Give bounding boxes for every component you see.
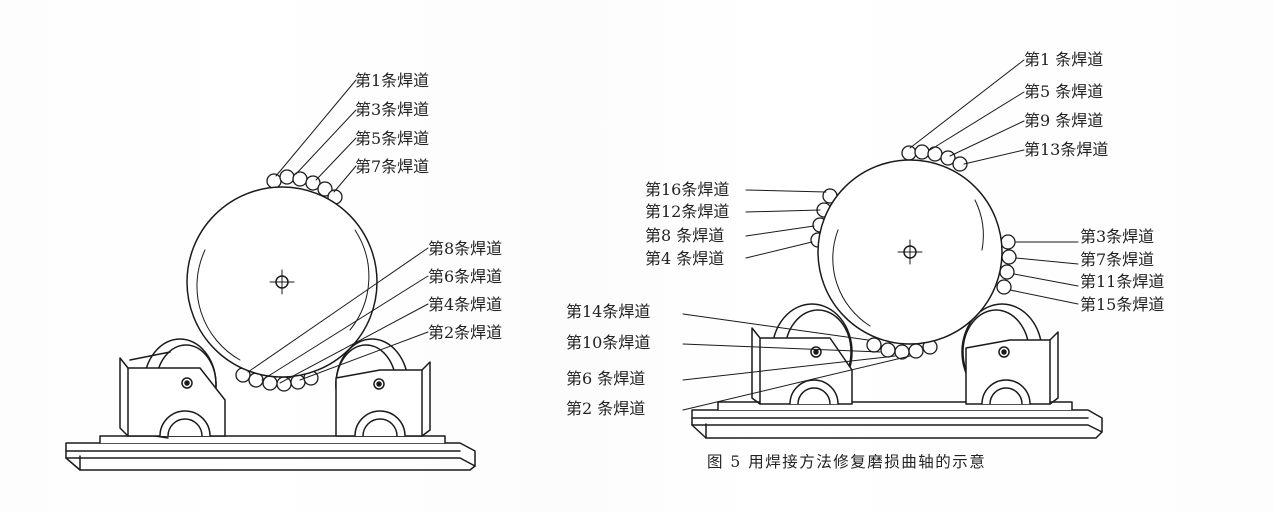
right-label-weld-1: 第1 条焊道 bbox=[1024, 50, 1104, 69]
right-label-weld-12: 第12条焊道 bbox=[645, 202, 730, 221]
right-label-weld-10: 第10条焊道 bbox=[566, 333, 651, 352]
right-fixture bbox=[691, 303, 1103, 439]
left-leader-lines bbox=[247, 79, 429, 384]
right-label-weld-8: 第8 条焊道 bbox=[645, 226, 725, 245]
left-crankshaft-journal bbox=[186, 186, 378, 378]
right-leader-lines bbox=[682, 59, 1079, 411]
figure-caption: 图 5 用焊接方法修复磨损曲轴的示意 bbox=[707, 453, 987, 471]
right-label-weld-7: 第7条焊道 bbox=[1080, 250, 1155, 269]
right-label-weld-5: 第5 条焊道 bbox=[1024, 82, 1104, 101]
right-label-weld-9: 第9 条焊道 bbox=[1024, 111, 1104, 130]
right-label-weld-14: 第14条焊道 bbox=[566, 302, 651, 321]
left-label-weld-2: 第2条焊道 bbox=[428, 323, 503, 342]
right-label-weld-16: 第16条焊道 bbox=[645, 180, 730, 199]
left-label-weld-3: 第3条焊道 bbox=[355, 100, 430, 119]
left-label-weld-8: 第8条焊道 bbox=[428, 239, 503, 258]
right-label-weld-15: 第15条焊道 bbox=[1080, 295, 1165, 314]
right-weld-beads bbox=[810, 144, 1017, 360]
right-crankshaft-journal bbox=[817, 159, 1003, 345]
left-label-weld-7: 第7条焊道 bbox=[355, 157, 430, 176]
right-label-weld-4: 第4 条焊道 bbox=[645, 249, 725, 268]
right-label-weld-11: 第11条焊道 bbox=[1080, 272, 1165, 291]
right-label-weld-13: 第13条焊道 bbox=[1024, 140, 1109, 159]
left-fixture bbox=[65, 338, 476, 471]
left-label-weld-6: 第6条焊道 bbox=[428, 267, 503, 286]
left-label-weld-5: 第5条焊道 bbox=[355, 129, 430, 148]
right-label-weld-6: 第6 条焊道 bbox=[566, 369, 646, 388]
left-label-weld-4: 第4条焊道 bbox=[428, 295, 503, 314]
right-label-weld-3: 第3条焊道 bbox=[1080, 227, 1155, 246]
right-label-weld-2: 第2 条焊道 bbox=[566, 399, 646, 418]
left-label-weld-1: 第1条焊道 bbox=[355, 71, 430, 90]
